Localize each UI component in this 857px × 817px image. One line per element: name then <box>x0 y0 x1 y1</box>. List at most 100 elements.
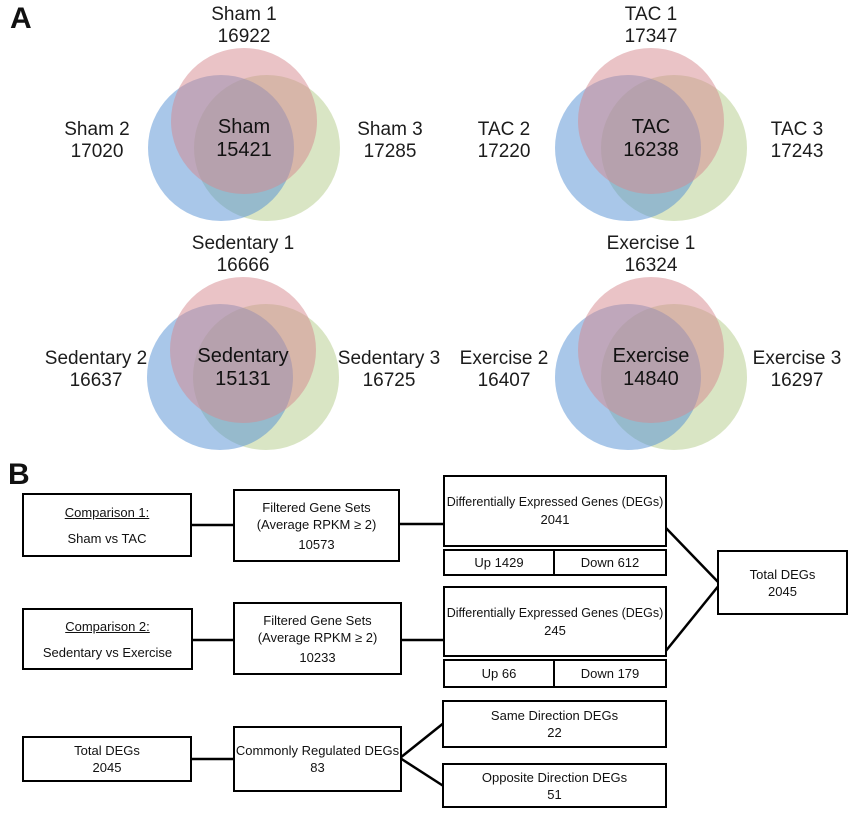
venn-circle-top <box>578 277 724 423</box>
box-value: 83 <box>310 760 325 775</box>
connector-line <box>664 526 721 585</box>
venn-center-label: Sham 15421 <box>216 116 272 162</box>
venn-label-text: TAC <box>631 116 671 138</box>
venn-top-label: Exercise 1 16324 <box>607 233 696 277</box>
down-cell: Down 179 <box>580 666 640 681</box>
venn-center-label: Exercise 14840 <box>613 345 690 391</box>
venn-circle-top <box>171 48 317 194</box>
box-title: Differentially Expressed Genes (DEGs) <box>446 495 664 509</box>
box-degs-1-updown: Up 1429 Down 612 <box>443 549 667 576</box>
box-line2: (Average RPKM ≥ 2) <box>257 629 378 645</box>
venn-label-text: Sham <box>217 116 271 138</box>
box-filtered-gene-sets-1: Filtered Gene Sets (Average RPKM ≥ 2) 10… <box>233 489 400 562</box>
box-total-degs-left: Total DEGs 2045 <box>22 736 192 782</box>
box-subtitle: Sedentary vs Exercise <box>42 644 173 660</box>
venn-label-text: Sedentary 3 <box>337 348 441 369</box>
venn-top-label: Sham 1 16922 <box>211 4 276 48</box>
venn-right-label: Sedentary 3 16725 <box>338 348 440 392</box>
venn-label-text: Sham 2 <box>64 119 130 140</box>
box-value: 2045 <box>92 760 122 775</box>
box-value: 10573 <box>298 536 335 552</box>
venn-right-label: Exercise 3 16297 <box>753 348 842 392</box>
box-title: Same Direction DEGs <box>490 708 619 723</box>
venn-circle-top <box>170 277 316 423</box>
venn-label-count: 17347 <box>624 26 678 47</box>
box-total-degs-right: Total DEGs 2045 <box>717 550 848 615</box>
venn-label-text: Exercise 1 <box>606 233 696 254</box>
venn-left-label: Sham 2 17020 <box>64 119 129 163</box>
box-title: Opposite Direction DEGs <box>481 769 628 785</box>
box-line1: Filtered Gene Sets <box>263 612 372 628</box>
box-title: Comparison 2: <box>65 618 150 634</box>
venn-label-count: 16637 <box>69 370 123 391</box>
venn-label-count: 17220 <box>477 141 531 162</box>
box-degs-1: Differentially Expressed Genes (DEGs) 20… <box>443 475 667 547</box>
venn-left-label: Sedentary 2 16637 <box>45 348 147 392</box>
venn-label-count: 16324 <box>624 255 678 276</box>
box-value: 10233 <box>299 649 336 665</box>
box-title: Differentially Expressed Genes (DEGs) <box>446 605 664 620</box>
venn-top-label: TAC 1 17347 <box>625 4 678 48</box>
venn-label-text: Exercise <box>612 345 690 367</box>
box-comparison-1: Comparison 1: Sham vs TAC <box>22 493 192 557</box>
venn-label-count: 16238 <box>623 139 679 161</box>
box-title: Total DEGs <box>749 566 816 582</box>
box-degs-2: Differentially Expressed Genes (DEGs) 24… <box>443 586 667 657</box>
box-value: 2045 <box>768 583 797 599</box>
box-comparison-2: Comparison 2: Sedentary vs Exercise <box>22 608 193 670</box>
box-value: 51 <box>547 786 562 802</box>
box-value: 22 <box>547 725 562 740</box>
panel-a-label: A <box>10 2 32 35</box>
venn-label-text: Sedentary <box>197 345 289 367</box>
venn-label-count: 16666 <box>216 255 270 276</box>
box-value: 2041 <box>540 512 570 527</box>
venn-top-label: Sedentary 1 16666 <box>192 233 294 277</box>
up-cell: Up 66 <box>445 661 555 686</box>
venn-label-count: 16922 <box>217 26 271 47</box>
box-filtered-gene-sets-2: Filtered Gene Sets (Average RPKM ≥ 2) 10… <box>233 602 402 675</box>
venn-label-count: 15421 <box>216 139 272 161</box>
panel-b-label: B <box>8 458 30 491</box>
venn-label-count: 14840 <box>623 368 679 390</box>
connector-line <box>399 721 446 759</box>
box-title: Commonly Regulated DEGs <box>235 743 400 758</box>
venn-label-count: 16407 <box>477 370 531 391</box>
box-line1: Filtered Gene Sets <box>262 499 371 515</box>
down-cell: Down 612 <box>580 555 640 570</box>
box-title: Total DEGs <box>74 743 140 758</box>
venn-right-label: Sham 3 17285 <box>357 119 422 163</box>
venn-label-text: Sham 3 <box>357 119 423 140</box>
venn-right-label: TAC 3 17243 <box>771 119 824 163</box>
box-title: Comparison 1: <box>64 504 150 520</box>
venn-label-count: 17243 <box>770 141 824 162</box>
box-opposite-direction-degs: Opposite Direction DEGs 51 <box>442 763 667 808</box>
venn-label-count: 15131 <box>215 368 271 390</box>
up-cell: Up 1429 <box>445 551 555 574</box>
venn-label-text: TAC 3 <box>770 119 824 140</box>
box-line2: (Average RPKM ≥ 2) <box>256 516 377 532</box>
venn-circle-top <box>578 48 724 194</box>
venn-label-count: 17020 <box>70 141 124 162</box>
venn-label-count: 17285 <box>363 141 417 162</box>
venn-label-text: Sedentary 1 <box>191 233 295 254</box>
box-value: 245 <box>544 622 566 638</box>
venn-center-label: TAC 16238 <box>623 116 679 162</box>
venn-label-count: 16725 <box>362 370 416 391</box>
venn-left-label: TAC 2 17220 <box>478 119 531 163</box>
box-same-direction-degs: Same Direction DEGs 22 <box>442 700 667 748</box>
venn-label-text: Exercise 3 <box>752 348 842 369</box>
connector-line <box>664 583 721 653</box>
venn-center-label: Sedentary 15131 <box>197 345 288 391</box>
venn-label-text: TAC 1 <box>624 4 678 25</box>
venn-label-text: Sham 1 <box>211 4 277 25</box>
box-commonly-regulated-degs: Commonly Regulated DEGs 83 <box>233 726 402 792</box>
venn-label-count: 16297 <box>770 370 824 391</box>
connector-line <box>399 756 446 789</box>
box-degs-2-updown: Up 66 Down 179 <box>443 659 667 688</box>
venn-label-text: Exercise 2 <box>459 348 549 369</box>
venn-label-text: TAC 2 <box>477 119 531 140</box>
venn-label-text: Sedentary 2 <box>44 348 148 369</box>
venn-left-label: Exercise 2 16407 <box>460 348 549 392</box>
